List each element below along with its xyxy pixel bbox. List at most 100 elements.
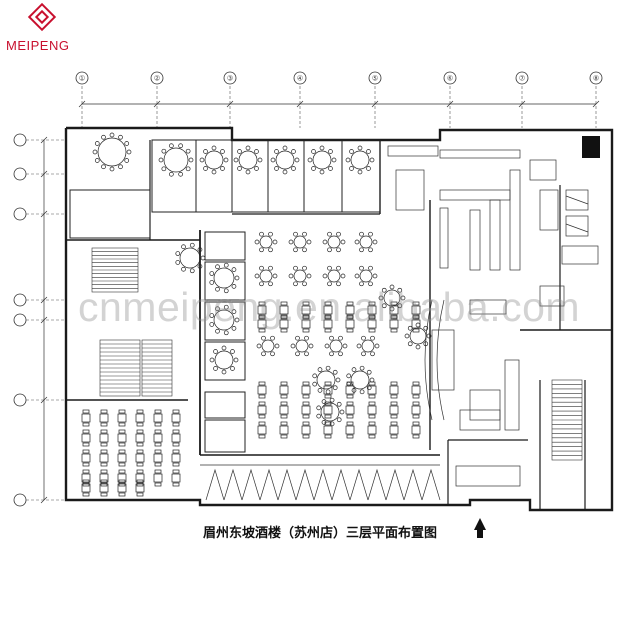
- square-table: [301, 385, 311, 395]
- chair: [321, 399, 327, 404]
- chair: [325, 389, 331, 395]
- chair: [356, 343, 362, 349]
- chair: [319, 169, 325, 175]
- chair: [390, 315, 398, 320]
- chair: [328, 149, 333, 154]
- chair: [172, 422, 180, 427]
- square-table: [99, 413, 109, 423]
- chair: [340, 239, 346, 245]
- chair: [154, 442, 162, 447]
- chair: [213, 349, 218, 354]
- grid-label-col: ①: [79, 75, 85, 83]
- chair: [172, 469, 180, 474]
- chair: [324, 434, 332, 439]
- chair: [258, 434, 266, 439]
- chair: [412, 381, 420, 386]
- square-table: [99, 433, 109, 443]
- chair: [288, 239, 294, 245]
- chair: [189, 242, 195, 248]
- chair: [154, 449, 162, 454]
- chair: [100, 479, 108, 484]
- facade-booth: [295, 468, 315, 501]
- private-room: [204, 261, 246, 301]
- chair: [270, 351, 275, 357]
- chair: [92, 149, 98, 155]
- chair: [372, 239, 378, 245]
- chair: [302, 231, 307, 237]
- square-table: [135, 453, 145, 463]
- chair: [361, 351, 366, 357]
- square-table: [99, 483, 109, 493]
- chair: [268, 247, 273, 253]
- square-table: [171, 433, 181, 443]
- chair: [220, 166, 225, 171]
- chair: [336, 247, 341, 253]
- chair: [311, 149, 316, 154]
- chair: [280, 394, 288, 399]
- dimension-tick: [78, 100, 86, 108]
- chair: [82, 422, 90, 427]
- chair: [118, 164, 123, 170]
- chair: [118, 449, 126, 454]
- grid-label-col: ③: [227, 75, 233, 83]
- chair: [274, 149, 279, 154]
- square-table: [171, 453, 181, 463]
- square-table: [367, 385, 377, 395]
- chair: [215, 286, 220, 292]
- square-table: [345, 319, 355, 329]
- round-table: [350, 150, 370, 170]
- chair: [389, 284, 395, 290]
- chair: [302, 414, 310, 419]
- square-table: [257, 305, 267, 315]
- grid-bubble-col: [443, 71, 457, 85]
- chair: [390, 401, 398, 406]
- chair: [329, 351, 334, 357]
- chair: [118, 479, 126, 484]
- chair: [302, 247, 307, 253]
- square-table: [81, 433, 91, 443]
- square-table: [153, 433, 163, 443]
- chair: [231, 267, 237, 272]
- dimension-tick: [40, 296, 48, 304]
- kitchen-equipment: [431, 329, 455, 391]
- chair: [295, 335, 300, 341]
- round-table: [293, 235, 307, 249]
- chair: [161, 166, 167, 172]
- chair: [368, 401, 376, 406]
- chair: [346, 414, 354, 419]
- chair: [274, 166, 279, 171]
- facade-booth: [403, 468, 423, 501]
- private-room: [341, 139, 381, 213]
- chair: [274, 343, 280, 349]
- square-table: [301, 305, 311, 315]
- chair: [254, 273, 260, 279]
- square-table: [135, 483, 145, 493]
- chair: [223, 157, 229, 163]
- chair: [338, 335, 343, 341]
- private-room: [204, 341, 246, 381]
- square-table: [279, 385, 289, 395]
- chair: [381, 287, 387, 293]
- chair: [404, 333, 410, 339]
- chair: [336, 401, 342, 407]
- brand-logo: MEIPENG: [0, 0, 80, 70]
- chair: [82, 409, 90, 414]
- chair: [175, 251, 181, 256]
- chair: [372, 273, 378, 279]
- chair: [258, 401, 266, 406]
- chair: [359, 365, 365, 371]
- square-table: [81, 453, 91, 463]
- square-table: [99, 453, 109, 463]
- chair: [412, 414, 420, 419]
- chair: [280, 434, 288, 439]
- chair: [390, 394, 398, 399]
- dimension-tick: [446, 100, 454, 108]
- chair: [282, 169, 288, 175]
- chair: [361, 335, 366, 341]
- chair: [280, 414, 288, 419]
- round-table: [261, 339, 275, 353]
- square-table: [81, 483, 91, 493]
- chair: [215, 306, 220, 312]
- private-dining-rooms: [69, 139, 381, 453]
- chair: [234, 317, 240, 323]
